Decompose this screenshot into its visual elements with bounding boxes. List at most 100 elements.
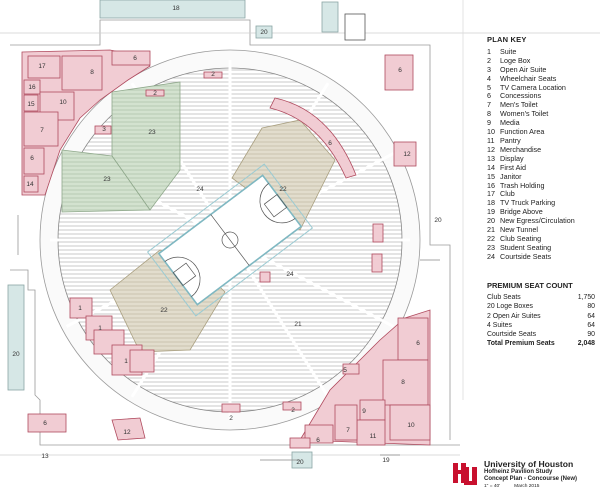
plan-key-label: Men's Toilet: [500, 100, 538, 110]
premium-seat-value: 64: [587, 321, 595, 329]
premium-total-row: Total Premium Seats 2,048: [487, 339, 595, 348]
plan-key-item: 9 Media: [487, 118, 595, 128]
plan-key-number: 1: [487, 46, 491, 56]
plan-key-number: 23: [487, 242, 495, 252]
map-label-21: 21: [294, 321, 302, 328]
plan-key-label: Media: [500, 118, 520, 128]
title-project: Hofheinz Pavilion Study: [484, 469, 553, 475]
student-seating: [61, 81, 181, 213]
basketball-court: [146, 163, 314, 317]
plan-key-label: Student Seating: [500, 242, 552, 252]
plan-key-number: 6: [487, 91, 491, 101]
site-outline: [0, 0, 600, 456]
plan-key-number: 5: [487, 82, 491, 92]
map-label-6d: 6: [328, 140, 332, 147]
program-spaces: [21, 49, 431, 449]
circulation-paths: [17, 215, 440, 461]
plan-key-number: 4: [487, 73, 491, 83]
plan-key-label: Merchandise: [500, 144, 542, 154]
plan-key-label: Courtside Seats: [500, 251, 552, 261]
premium-seat-row: Club Seats 1,750: [487, 293, 595, 302]
plan-key-label: First Aid: [500, 162, 526, 172]
title-block: University of Houston Hofheinz Pavilion …: [452, 459, 597, 495]
premium-seat-count: PREMIUM SEAT COUNT Club Seats 1,750 20 Log…: [487, 281, 595, 348]
map-label-20: 20: [434, 217, 442, 224]
premium-seat-row: 2 Open Air Suites 64: [487, 312, 595, 321]
premium-seat-count-title: PREMIUM SEAT COUNT: [487, 281, 573, 290]
map-label-24: 24: [196, 186, 204, 193]
plan-key-item: 22 Club Seating: [487, 233, 595, 244]
map-label-22: 22: [279, 186, 287, 193]
map-label-3: 3: [102, 126, 106, 133]
plan-key-label: New Egress/Circulation: [500, 216, 575, 226]
premium-seat-label: Club Seats: [487, 294, 521, 302]
map-label-20b: 20: [12, 351, 20, 358]
title-scale: 1" = 40': [484, 484, 501, 489]
plan-key-item: 8 Women's Toilet: [487, 109, 595, 119]
map-label-17: 17: [38, 63, 46, 70]
map-label-12b: 12: [123, 429, 131, 436]
plan-key-number: 17: [487, 189, 495, 199]
plan-key-number: 12: [487, 144, 495, 154]
plan-key-number: 8: [487, 109, 491, 119]
plan-key-item: 3 Open Air Suite: [487, 64, 595, 75]
plan-key-number: 19: [487, 207, 495, 217]
premium-seat-value: 1,750: [577, 294, 595, 302]
map-label-16: 16: [28, 84, 36, 91]
map-label-1b: 1: [98, 325, 102, 332]
map-label-22b: 22: [160, 307, 168, 314]
map-label-14: 14: [26, 181, 34, 188]
plan-key-label: Women's Toilet: [500, 109, 549, 119]
map-label-6c: 6: [398, 67, 402, 74]
plan-key-label: Club Seating: [500, 233, 542, 243]
plan-key-label: Loge Box: [500, 55, 531, 65]
plan-key-number: 18: [487, 198, 495, 208]
map-label-13: 13: [41, 453, 49, 460]
map-label-11: 11: [370, 433, 377, 440]
map-label-23: 23: [148, 129, 156, 136]
plan-key-number: 2: [487, 55, 491, 65]
map-label-8: 8: [90, 69, 94, 76]
premium-seat-value: 90: [587, 331, 595, 339]
map-label-6g: 6: [316, 437, 320, 444]
plan-key-label: New Tunnel: [500, 225, 538, 235]
plan-key-number: 15: [487, 171, 495, 181]
title-date: March 2015: [514, 484, 540, 489]
map-label-2c: 2: [229, 415, 233, 422]
premium-seat-value: 64: [587, 312, 595, 320]
premium-seat-label: 2 Open Air Suites: [487, 312, 541, 320]
plan-key-number: 10: [487, 127, 495, 137]
plan-key-number: 11: [487, 135, 495, 145]
plan-key-label: Pantry: [500, 135, 521, 145]
map-label-1c: 1: [124, 358, 128, 365]
plan-key-number: 3: [487, 64, 491, 74]
plan-key-number: 16: [487, 180, 495, 190]
map-label-19: 19: [382, 457, 390, 464]
plan-key-number: 13: [487, 153, 495, 163]
map-label-6b: 6: [30, 155, 34, 162]
premium-seat-label: 20 Loge Boxes: [487, 303, 533, 311]
premium-seat-value: 80: [587, 303, 595, 311]
plan-key-number: 21: [487, 225, 495, 235]
plan-key-label: Open Air Suite: [500, 64, 547, 74]
uh-logo-icon: [453, 463, 477, 485]
map-label-2d: 2: [291, 407, 295, 414]
plan-key-number: 22: [487, 233, 495, 243]
title-sheet: Concept Plan - Concourse (New): [484, 476, 578, 482]
plan-key-item: 11 Pantry: [487, 135, 595, 146]
premium-seat-label: 4 Suites: [487, 321, 512, 329]
plan-key-title: PLAN KEY: [487, 35, 527, 44]
map-label-24b: 24: [286, 271, 294, 278]
map-label-20d: 20: [296, 459, 304, 466]
plan-key-number: 9: [487, 118, 491, 128]
